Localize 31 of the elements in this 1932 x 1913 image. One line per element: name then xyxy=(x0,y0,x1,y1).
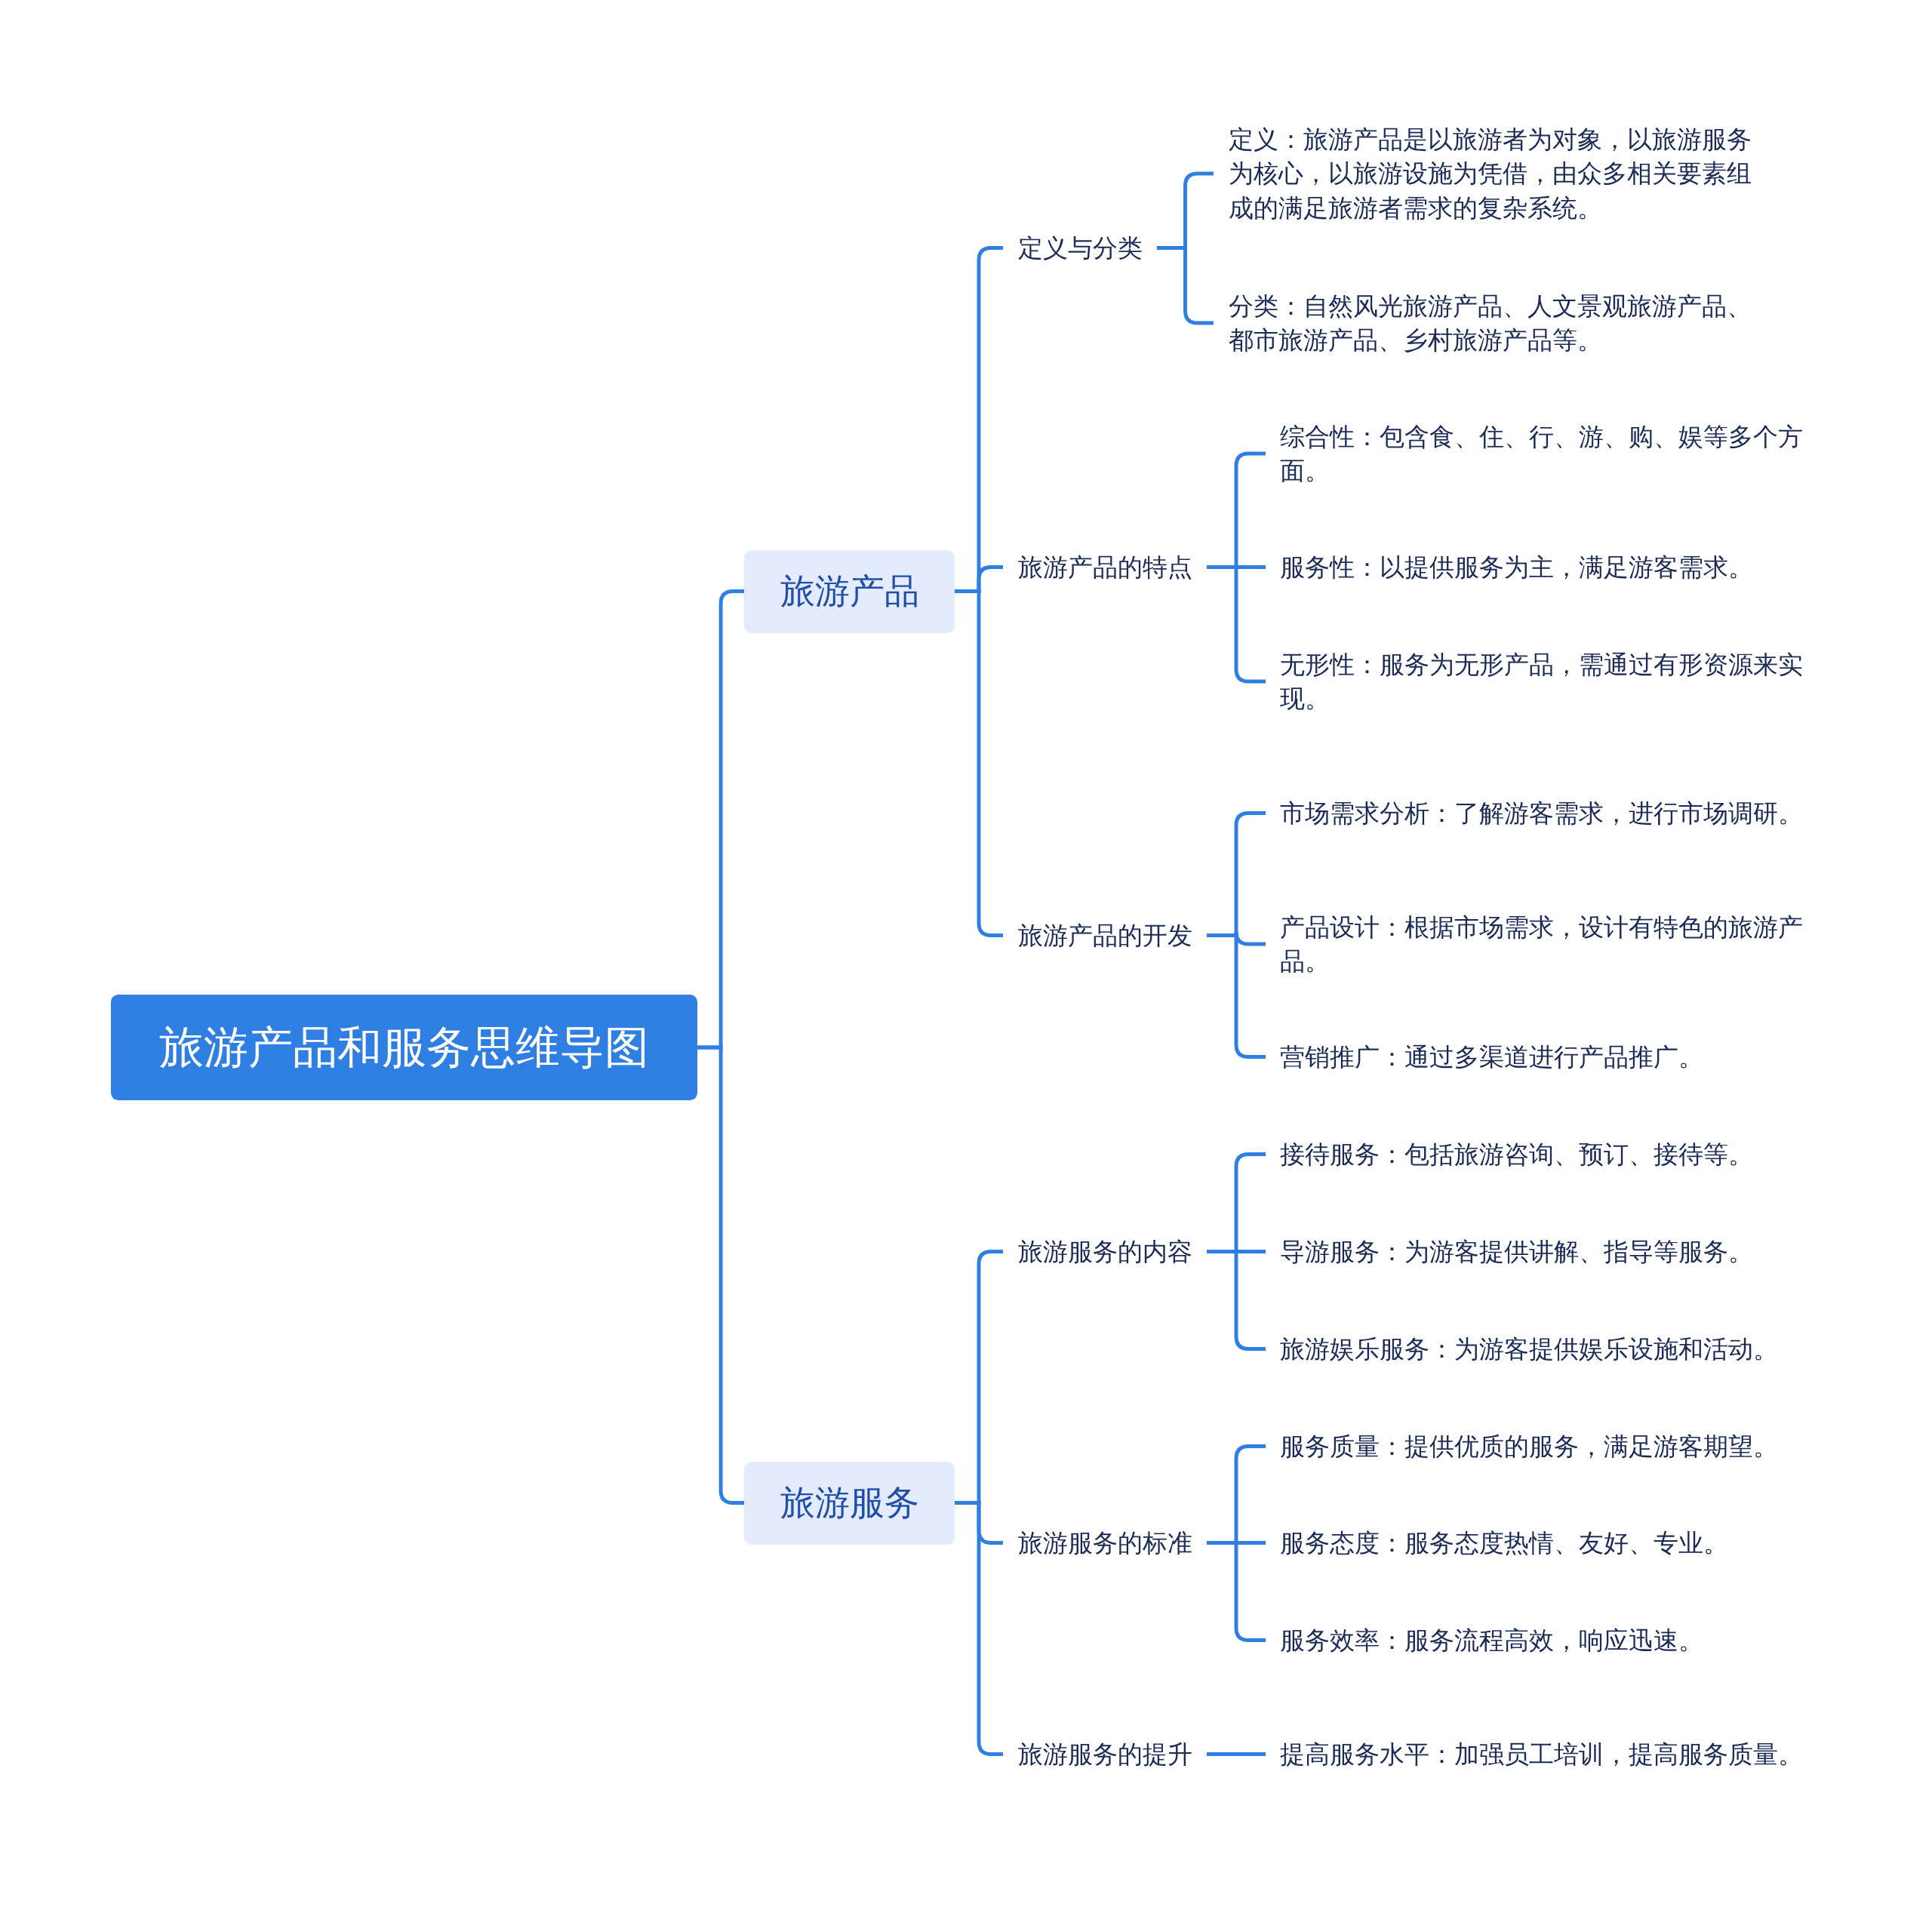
detail-text: 产品设计：根据市场需求，设计有特色的旅游产品。 xyxy=(1265,909,1814,978)
connector xyxy=(1207,1250,1266,1351)
connector xyxy=(1157,246,1214,325)
connector xyxy=(1207,1541,1266,1642)
detail-text: 营销推广：通过多渠道进行产品推广。 xyxy=(1265,1040,1814,1075)
detail-text: 旅游娱乐服务：为游客提供娱乐设施和活动。 xyxy=(1265,1332,1814,1367)
subtopic-text: 旅游产品的特点 xyxy=(1002,549,1208,584)
detail-text: 服务态度：服务态度热情、友好、专业。 xyxy=(1265,1525,1814,1560)
detail-text: 定义：旅游产品是以旅游者为对象，以旅游服务为核心，以旅游设施为凭借，由众多相关要素组成的满足旅游者需求的复杂系统。 xyxy=(1214,122,1768,225)
connector xyxy=(1207,933,1266,1059)
detail-text: 提高服务水平：加强员工培训，提高服务质量。 xyxy=(1265,1737,1814,1772)
subtopic-text: 旅游服务的标准 xyxy=(1002,1525,1208,1560)
detail-text: 接待服务：包括旅游咨询、预订、接待等。 xyxy=(1265,1137,1814,1172)
subtopic-text: 旅游服务的提升 xyxy=(1002,1737,1208,1772)
connector xyxy=(1207,1752,1266,1756)
subtopic-text: 旅游产品的开发 xyxy=(1002,918,1208,952)
connector xyxy=(955,589,1003,937)
detail-text: 服务质量：提供优质的服务，满足游客期望。 xyxy=(1265,1429,1814,1464)
topic-box: 旅游产品和服务思维导图 xyxy=(110,994,698,1101)
subtopic-text: 旅游服务的内容 xyxy=(1002,1235,1208,1269)
detail-text: 无形性：服务为无形产品，需通过有形资源来实现。 xyxy=(1265,647,1814,716)
detail-text: 服务效率：服务流程高效，响应迅速。 xyxy=(1265,1622,1814,1657)
detail-text: 分类：自然风光旅游产品、人文景观旅游产品、都市旅游产品、乡村旅游产品等。 xyxy=(1214,288,1768,358)
subtopic-text: 定义与分类 xyxy=(1002,230,1158,265)
detail-text: 导游服务：为游客提供讲解、指导等服务。 xyxy=(1265,1235,1814,1269)
branch-box: 旅游产品 xyxy=(744,550,955,633)
detail-text: 综合性：包含食、住、行、游、购、娱等多个方面。 xyxy=(1265,419,1814,488)
branch-box: 旅游服务 xyxy=(744,1462,955,1545)
detail-text: 服务性：以提供服务为主，满足游客需求。 xyxy=(1265,549,1814,584)
detail-text: 市场需求分析：了解游客需求，进行市场调研。 xyxy=(1265,796,1814,831)
connector xyxy=(1207,565,1266,684)
